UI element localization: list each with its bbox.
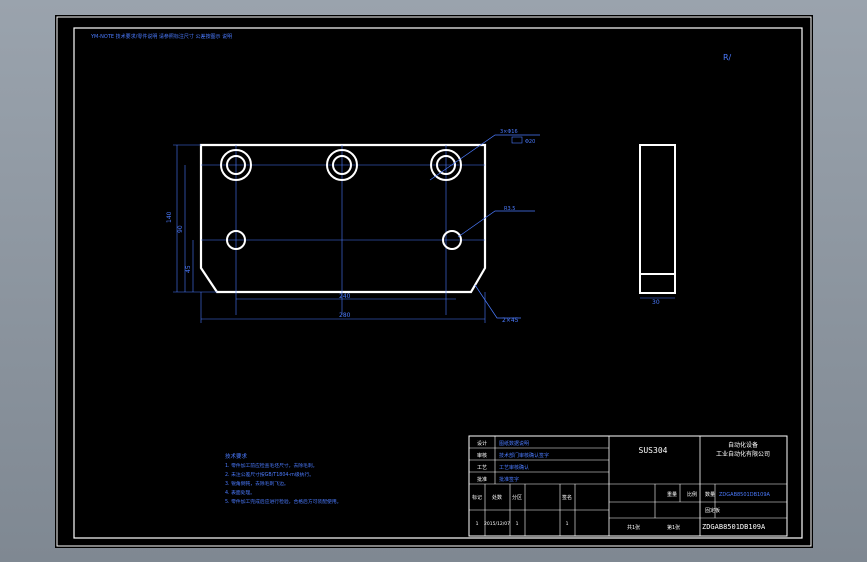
inner-frame [73, 27, 803, 539]
title-label: 审核 [477, 452, 487, 459]
leader-slot [457, 210, 535, 238]
col-label: 处数 [492, 494, 502, 501]
counterbore-hole-inner [226, 155, 246, 175]
date-label: 1 [516, 521, 519, 527]
title-value: 图纸数据说明 [499, 440, 529, 447]
through-hole [442, 230, 462, 250]
chamfer-label: 2×45 [502, 317, 519, 324]
cad-drawing: YM-NOTE 技术要求/零件说明 请参照标注尺寸 公差按图示 说明 R/ 3×… [56, 16, 812, 547]
note-line: 4. 表面处理。 [225, 489, 255, 496]
leader-chamfer [474, 284, 521, 319]
title-block-frame [468, 435, 788, 537]
title-value: 工艺审核确认 [499, 464, 529, 471]
leader-hole-box [511, 136, 523, 144]
drawing-sheet: YM-NOTE 技术要求/零件说明 请参照标注尺寸 公差按图示 说明 R/ 3×… [55, 15, 813, 548]
leader-hole [429, 134, 540, 181]
scale-label: 比例 [687, 491, 697, 498]
date-label: 1 [566, 521, 569, 527]
date-label: 2015/12/07 [484, 521, 510, 527]
title-value: 批准签字 [499, 476, 519, 483]
leader-hole-label: 3×Φ16 [500, 129, 518, 135]
weight-label: 重量 [667, 491, 677, 498]
note-line: 2. 未注公差尺寸按GB/T1804-m级执行。 [225, 471, 314, 478]
counterbore-hole [326, 149, 358, 181]
qty-label: 数量 [705, 491, 715, 498]
col-label: 标记 [472, 494, 482, 501]
dim-left-inner: 45 [185, 265, 192, 273]
part-name: 固定板 [705, 507, 720, 514]
side-outline [639, 144, 676, 294]
counterbore-hole-inner [436, 155, 456, 175]
leader-slot-label: R3.5 [504, 206, 515, 212]
roughness-mark: R/ [723, 53, 732, 62]
material: SUS304 [639, 446, 668, 455]
side-view: 30 [639, 144, 676, 306]
dim-bottom-inner: 240 [339, 293, 351, 300]
sheet-label: 共1张 [627, 524, 640, 531]
front-view: 3×Φ16 Φ20 R3.5 2×45 240 280 140 90 45 [166, 129, 540, 324]
dim-left-outer: 140 [166, 211, 173, 223]
col-label: 分区 [512, 494, 522, 501]
technical-notes: 技术要求 1. 零件加工前应检查毛坯尺寸，去除毛刺。 2. 未注公差尺寸按GB/… [225, 452, 341, 505]
drawing-number: ZDGAB8501DB109A [702, 523, 766, 531]
drawing-no-small: ZDGAB8501DB109A [719, 492, 771, 498]
notes-title: 技术要求 [225, 452, 248, 460]
company-line1: 自动化设备 [728, 441, 758, 449]
note-line: 5. 零件加工完成后应进行检验，合格后方可装配使用。 [225, 498, 341, 505]
plate-outline [199, 143, 487, 294]
note-line: 1. 零件加工前应检查毛坯尺寸，去除毛刺。 [225, 462, 317, 469]
through-hole [226, 230, 246, 250]
counterbore-hole [220, 149, 252, 181]
counterbore-hole [430, 149, 462, 181]
note-line: 3. 锐角倒钝，去除毛刺飞边。 [225, 480, 289, 487]
col-label: 签名 [562, 494, 572, 501]
counterbore-hole-inner [332, 155, 352, 175]
dim-left-mid: 90 [177, 225, 184, 233]
dim-bottom-outer: 280 [339, 312, 351, 319]
title-label: 批准 [477, 476, 487, 483]
title-label: 设计 [477, 440, 487, 447]
title-label: 工艺 [477, 465, 487, 471]
outer-frame [56, 16, 812, 547]
leader-hole-small-label: Φ20 [525, 139, 535, 145]
date-label: 1 [476, 521, 479, 527]
header-note: YM-NOTE 技术要求/零件说明 请参照标注尺寸 公差按图示 说明 [90, 33, 232, 40]
dim-side-width: 30 [652, 299, 660, 306]
title-value: 技术部门审核确认签字 [499, 452, 549, 459]
company-line2: 工业自动化有限公司 [716, 450, 770, 458]
title-block: 设计 审核 工艺 批准 图纸数据说明 技术部门审核确认签字 工艺审核确认 批准签… [468, 435, 788, 537]
page-label: 第1张 [667, 524, 680, 531]
